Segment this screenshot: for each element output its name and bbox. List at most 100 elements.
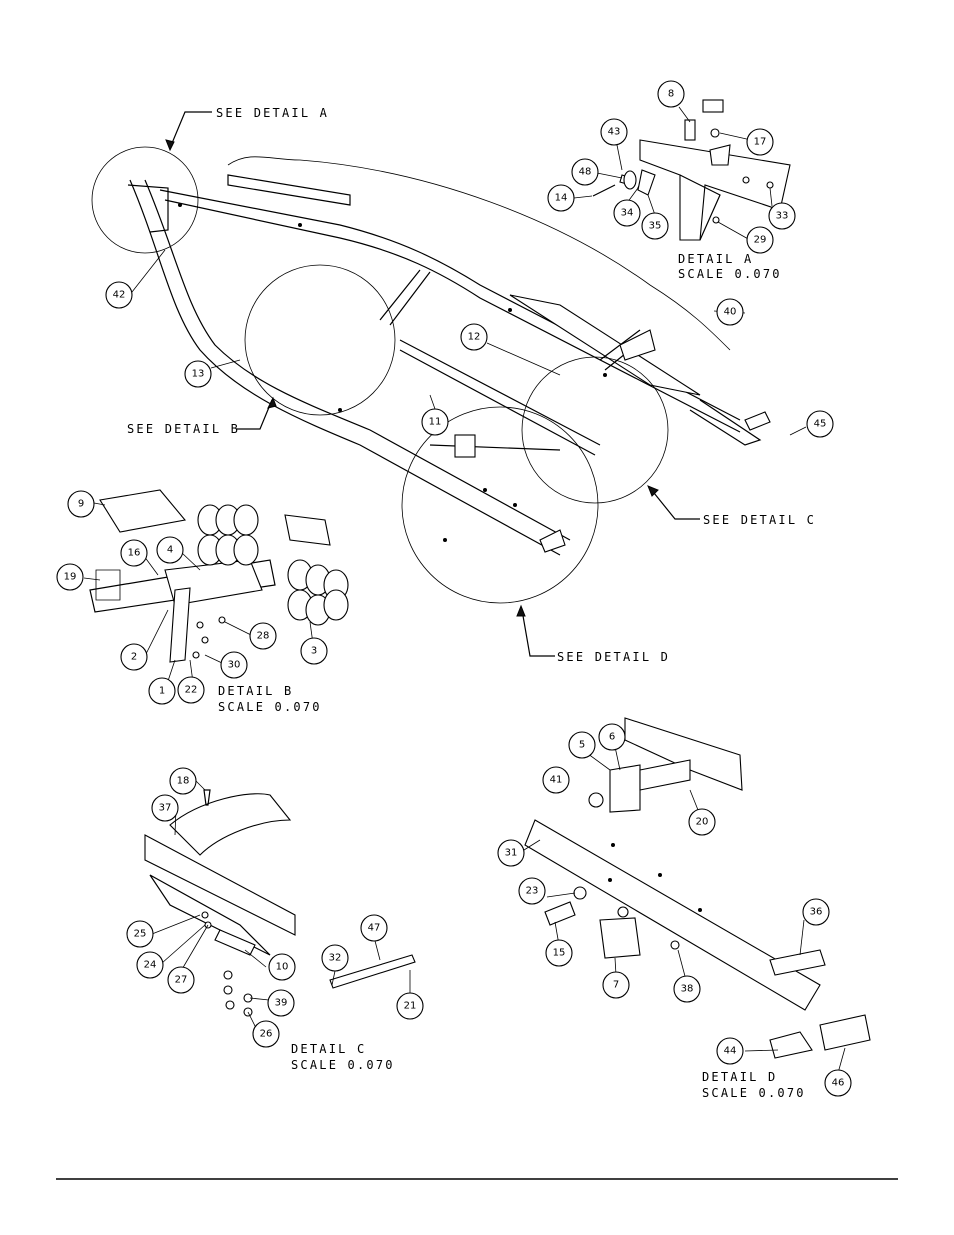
callout-7: 7 (602, 971, 630, 999)
callout-10: 10 (268, 953, 296, 981)
svg-text:24: 24 (144, 960, 157, 971)
callout-21: 21 (396, 992, 424, 1020)
svg-text:13: 13 (192, 369, 205, 380)
callout-20: 20 (688, 808, 716, 836)
svg-text:10: 10 (276, 962, 289, 973)
svg-text:5: 5 (579, 740, 585, 751)
callout-46: 46 (824, 1069, 852, 1097)
callout-14: 14 (547, 184, 575, 212)
callout-15: 15 (545, 939, 573, 967)
svg-text:36: 36 (810, 907, 823, 918)
svg-text:28: 28 (257, 631, 270, 642)
svg-text:47: 47 (368, 923, 381, 934)
svg-text:48: 48 (579, 167, 592, 178)
callout-4: 4 (156, 536, 184, 564)
svg-text:32: 32 (329, 953, 342, 964)
detail-c-scale: SCALE 0.070 (291, 1058, 395, 1072)
callout-24: 24 (136, 951, 164, 979)
callout-26: 26 (252, 1020, 280, 1048)
detail-a-drawing (592, 99, 791, 241)
see-detail-d-label: SEE DETAIL D (557, 650, 670, 664)
trailer-frame (127, 156, 771, 556)
svg-text:25: 25 (134, 929, 147, 940)
svg-text:21: 21 (404, 1001, 417, 1012)
detail-a-title: DETAIL A (678, 252, 753, 266)
callout-22: 22 (177, 676, 205, 704)
callout-12: 12 (460, 323, 488, 351)
callout-6: 6 (598, 723, 626, 751)
svg-text:19: 19 (64, 572, 77, 583)
callout-29: 29 (746, 226, 774, 254)
callout-28: 28 (249, 622, 277, 650)
callout-35: 35 (641, 212, 669, 240)
svg-text:46: 46 (832, 1078, 845, 1089)
callout-32: 32 (321, 944, 349, 972)
svg-text:7: 7 (613, 980, 619, 991)
callout-13: 13 (184, 360, 212, 388)
callout-27: 27 (167, 966, 195, 994)
callout-33: 33 (768, 202, 796, 230)
callout-1: 1 (148, 677, 176, 705)
detail-c-title: DETAIL C (291, 1042, 366, 1056)
callout-40: 40 (716, 298, 744, 326)
svg-text:26: 26 (260, 1029, 273, 1040)
callout-30: 30 (220, 651, 248, 679)
see-detail-a-label: SEE DETAIL A (216, 106, 329, 120)
svg-text:40: 40 (724, 307, 737, 318)
svg-text:29: 29 (754, 235, 767, 246)
svg-text:15: 15 (553, 948, 566, 959)
svg-text:4: 4 (167, 545, 173, 556)
callout-45: 45 (806, 410, 834, 438)
callout-48: 48 (571, 158, 599, 186)
svg-text:12: 12 (468, 332, 481, 343)
detail-d-drawing (524, 717, 871, 1059)
svg-text:30: 30 (228, 660, 241, 671)
callout-8: 8 (657, 80, 685, 108)
svg-text:16: 16 (128, 548, 141, 559)
svg-text:35: 35 (649, 221, 662, 232)
callout-47: 47 (360, 914, 388, 942)
detail-d-scale: SCALE 0.070 (702, 1086, 806, 1100)
svg-text:1: 1 (159, 686, 165, 697)
callout-9: 9 (67, 490, 95, 518)
svg-text:18: 18 (177, 776, 190, 787)
svg-text:20: 20 (696, 817, 709, 828)
see-detail-leaders (165, 111, 700, 657)
callout-16: 16 (120, 539, 148, 567)
svg-text:41: 41 (550, 775, 563, 786)
svg-text:17: 17 (754, 137, 767, 148)
svg-text:44: 44 (724, 1046, 737, 1057)
text-labels: SEE DETAIL A SEE DETAIL B SEE DETAIL C S… (127, 106, 816, 1100)
svg-text:45: 45 (814, 419, 827, 430)
callout-44: 44 (716, 1037, 744, 1065)
callout-25: 25 (126, 920, 154, 948)
svg-text:8: 8 (668, 89, 674, 100)
callout-17: 17 (746, 128, 774, 156)
callout-19: 19 (56, 563, 84, 591)
svg-text:22: 22 (185, 685, 198, 696)
detail-c-drawing (144, 789, 416, 1017)
svg-text:2: 2 (131, 652, 137, 663)
see-detail-c-label: SEE DETAIL C (703, 513, 816, 527)
detail-d-title: DETAIL D (702, 1070, 777, 1084)
callout-42: 42 (105, 281, 133, 309)
detail-b-scale: SCALE 0.070 (218, 700, 322, 714)
detail-a-scale: SCALE 0.070 (678, 267, 782, 281)
callout-3: 3 (300, 637, 328, 665)
svg-text:23: 23 (526, 886, 539, 897)
callout-39: 39 (267, 989, 295, 1017)
callout-38: 38 (673, 975, 701, 1003)
callout-31: 31 (497, 839, 525, 867)
callout-11: 11 (421, 408, 449, 436)
svg-text:37: 37 (159, 803, 172, 814)
callout-36: 36 (802, 898, 830, 926)
svg-text:14: 14 (555, 193, 568, 204)
roller-set-right (287, 559, 349, 626)
svg-text:34: 34 (621, 208, 634, 219)
svg-text:31: 31 (505, 848, 518, 859)
roller-set-left (197, 504, 259, 566)
callout-37: 37 (151, 794, 179, 822)
svg-text:39: 39 (275, 998, 288, 1009)
callout-5: 5 (568, 731, 596, 759)
